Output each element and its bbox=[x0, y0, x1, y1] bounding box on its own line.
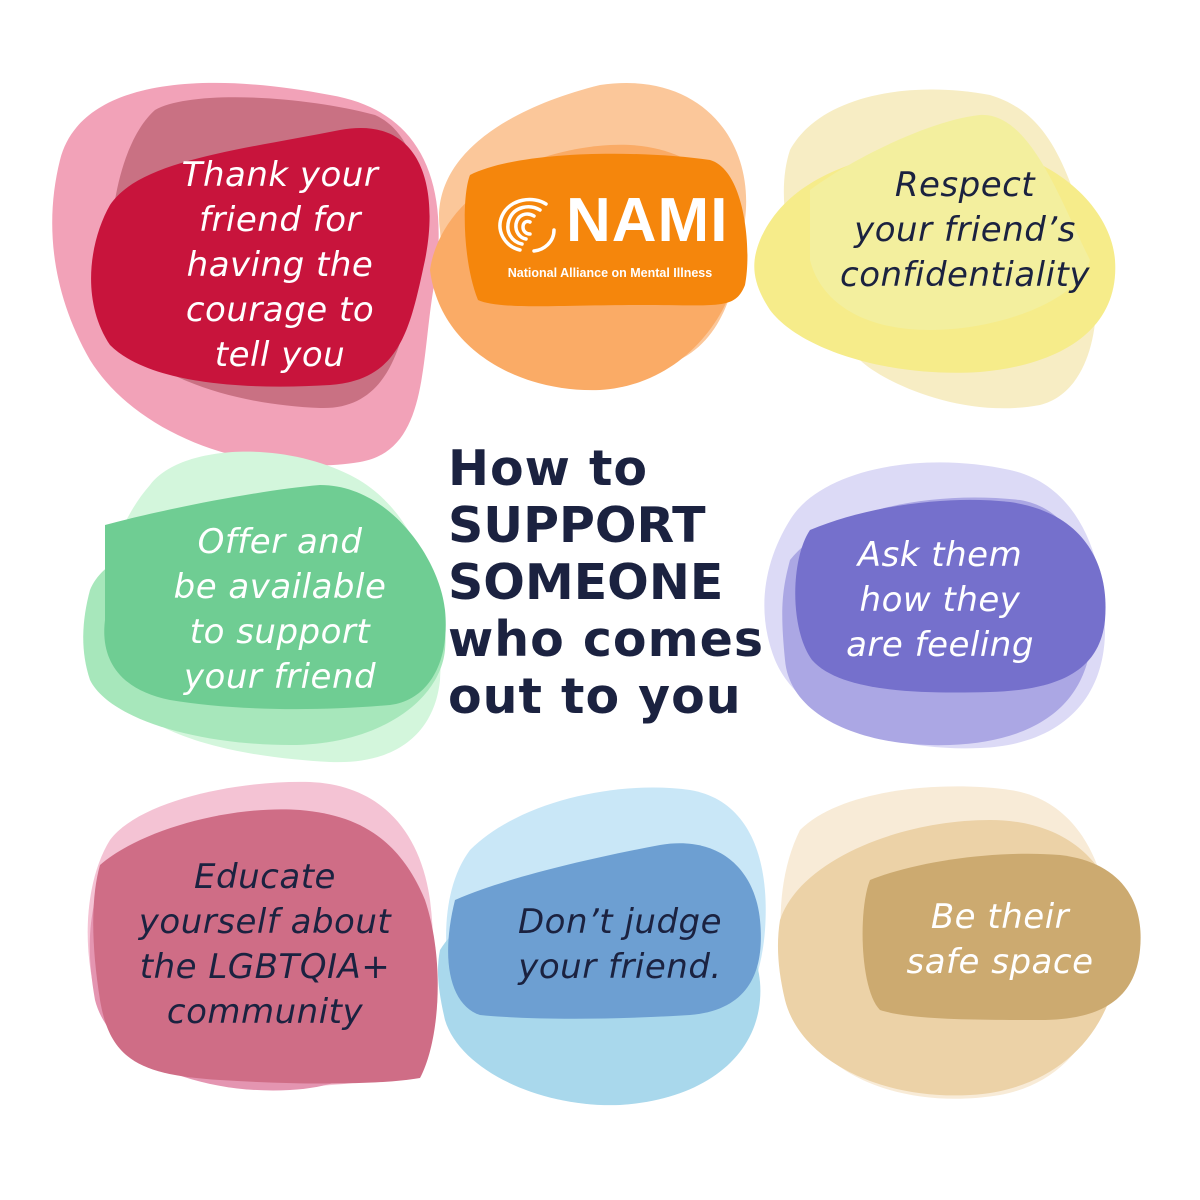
tip-line: your friend’s bbox=[854, 209, 1076, 250]
title-line: SUPPORT bbox=[448, 497, 706, 554]
tip-safe-space: Be their safe space bbox=[885, 890, 1115, 990]
tip-line: to support bbox=[189, 612, 371, 652]
tip-line: how they bbox=[859, 579, 1021, 620]
tip-line: Educate bbox=[194, 857, 336, 897]
nami-swirl-icon bbox=[498, 197, 556, 253]
tip-line: Offer and bbox=[197, 522, 363, 562]
tip-line: friend for bbox=[198, 199, 361, 240]
tip-respect-confidentiality: Respect your friend’s confidentiality bbox=[820, 155, 1110, 305]
tip-line: confidentiality bbox=[840, 254, 1090, 295]
title-line: who comes bbox=[448, 611, 765, 668]
tip-dont-judge: Don’t judge your friend. bbox=[490, 895, 750, 995]
nami-tagline: National Alliance on Mental Illness bbox=[507, 266, 713, 280]
tip-line: safe space bbox=[906, 942, 1094, 982]
title-line: out to you bbox=[448, 668, 742, 725]
tip-line: Be their bbox=[930, 897, 1070, 937]
rose-blob-group bbox=[87, 781, 438, 1091]
tip-line: Thank your bbox=[181, 154, 379, 195]
tip-thank-your-friend: Thank your friend for having the courage… bbox=[150, 150, 410, 380]
tip-line: courage to bbox=[185, 289, 375, 330]
red-blob-group bbox=[52, 82, 439, 466]
page-title: How to SUPPORT SOMEONE who comes out to … bbox=[448, 440, 765, 725]
tip-line: Don’t judge bbox=[517, 902, 723, 942]
tip-line: the LGBTQIA+ bbox=[139, 947, 391, 987]
tip-line: Ask them bbox=[857, 534, 1023, 575]
tip-line: yourself about bbox=[138, 902, 392, 942]
tan-blob-group bbox=[777, 786, 1141, 1099]
orange-blob-group bbox=[430, 82, 748, 391]
tip-educate-yourself: Educate yourself about the LGBTQIA+ comm… bbox=[110, 845, 420, 1045]
tip-line: are feeling bbox=[846, 624, 1034, 665]
green-blob-group bbox=[83, 451, 446, 763]
tip-line: be available bbox=[173, 567, 387, 607]
tip-line: your friend bbox=[183, 657, 377, 697]
tip-ask-feelings: Ask them how they are feeling bbox=[820, 525, 1060, 675]
tip-line: your friend. bbox=[518, 947, 722, 987]
purple-blob-group bbox=[764, 462, 1106, 749]
title-line: SOMEONE bbox=[448, 554, 724, 611]
tip-offer-support: Offer and be available to support your f… bbox=[145, 515, 415, 705]
tip-line: community bbox=[166, 992, 364, 1032]
tip-line: tell you bbox=[214, 334, 346, 375]
tip-line: having the bbox=[186, 244, 374, 285]
blue-blob-group bbox=[437, 787, 766, 1106]
title-line: How to bbox=[448, 440, 649, 497]
yellow-blob-group bbox=[754, 89, 1116, 409]
tip-line: Respect bbox=[894, 164, 1036, 205]
nami-wordmark: NAMI bbox=[566, 186, 729, 255]
